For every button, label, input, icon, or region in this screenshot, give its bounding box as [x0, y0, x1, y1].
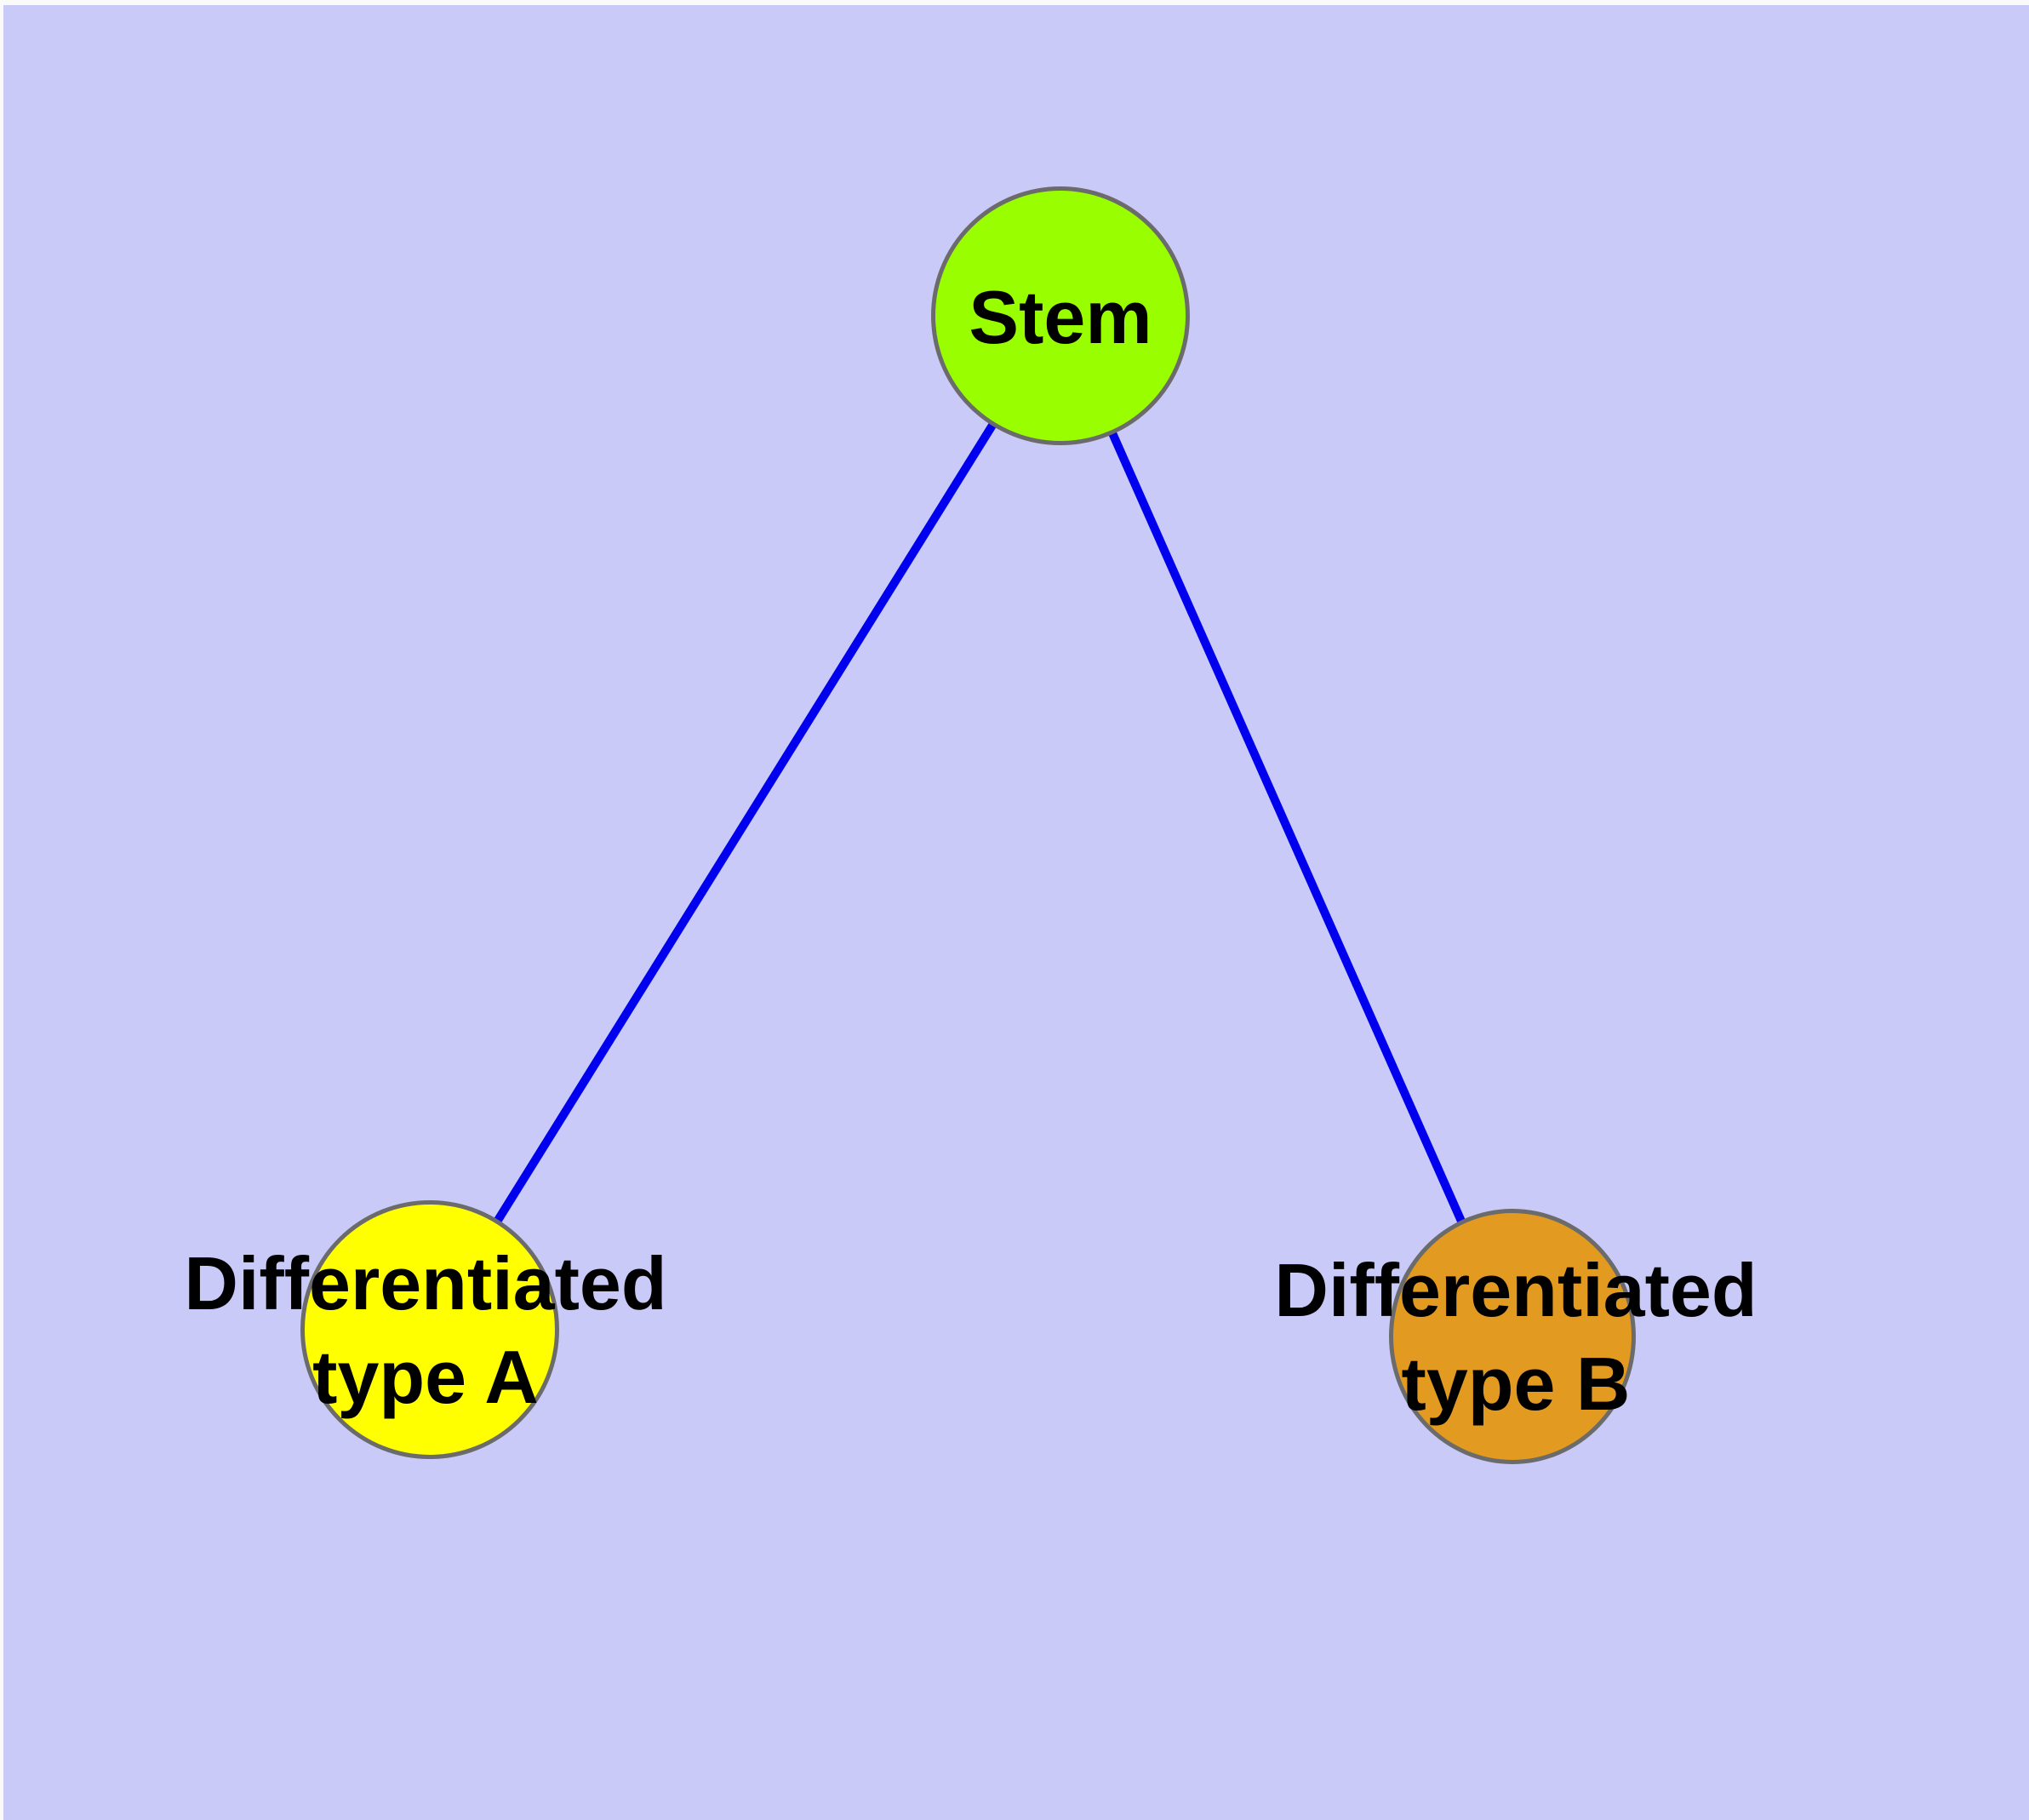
node-type-b-label-line2: type B	[1401, 1342, 1631, 1426]
node-stem[interactable]	[931, 186, 1190, 445]
window-edge-top	[0, 0, 2029, 5]
node-stem-label: Stem	[969, 275, 1152, 359]
window-edge-left	[0, 0, 3, 1820]
node-type-b-label-line1: Differentiated	[1274, 1248, 1758, 1332]
edge-stem-to-type-b	[1056, 313, 1517, 1339]
node-type-a-label-line1: Differentiated	[184, 1241, 667, 1325]
edge-stem-to-type-a	[426, 313, 1065, 1332]
node-type-a-label: Differentiated type A	[184, 1237, 666, 1424]
node-differentiated-type-a[interactable]	[300, 1200, 559, 1459]
node-type-b-label: Differentiated type B	[1274, 1244, 1757, 1431]
node-differentiated-type-b[interactable]	[1389, 1209, 1636, 1464]
node-type-a-label-line2: type A	[312, 1335, 539, 1419]
